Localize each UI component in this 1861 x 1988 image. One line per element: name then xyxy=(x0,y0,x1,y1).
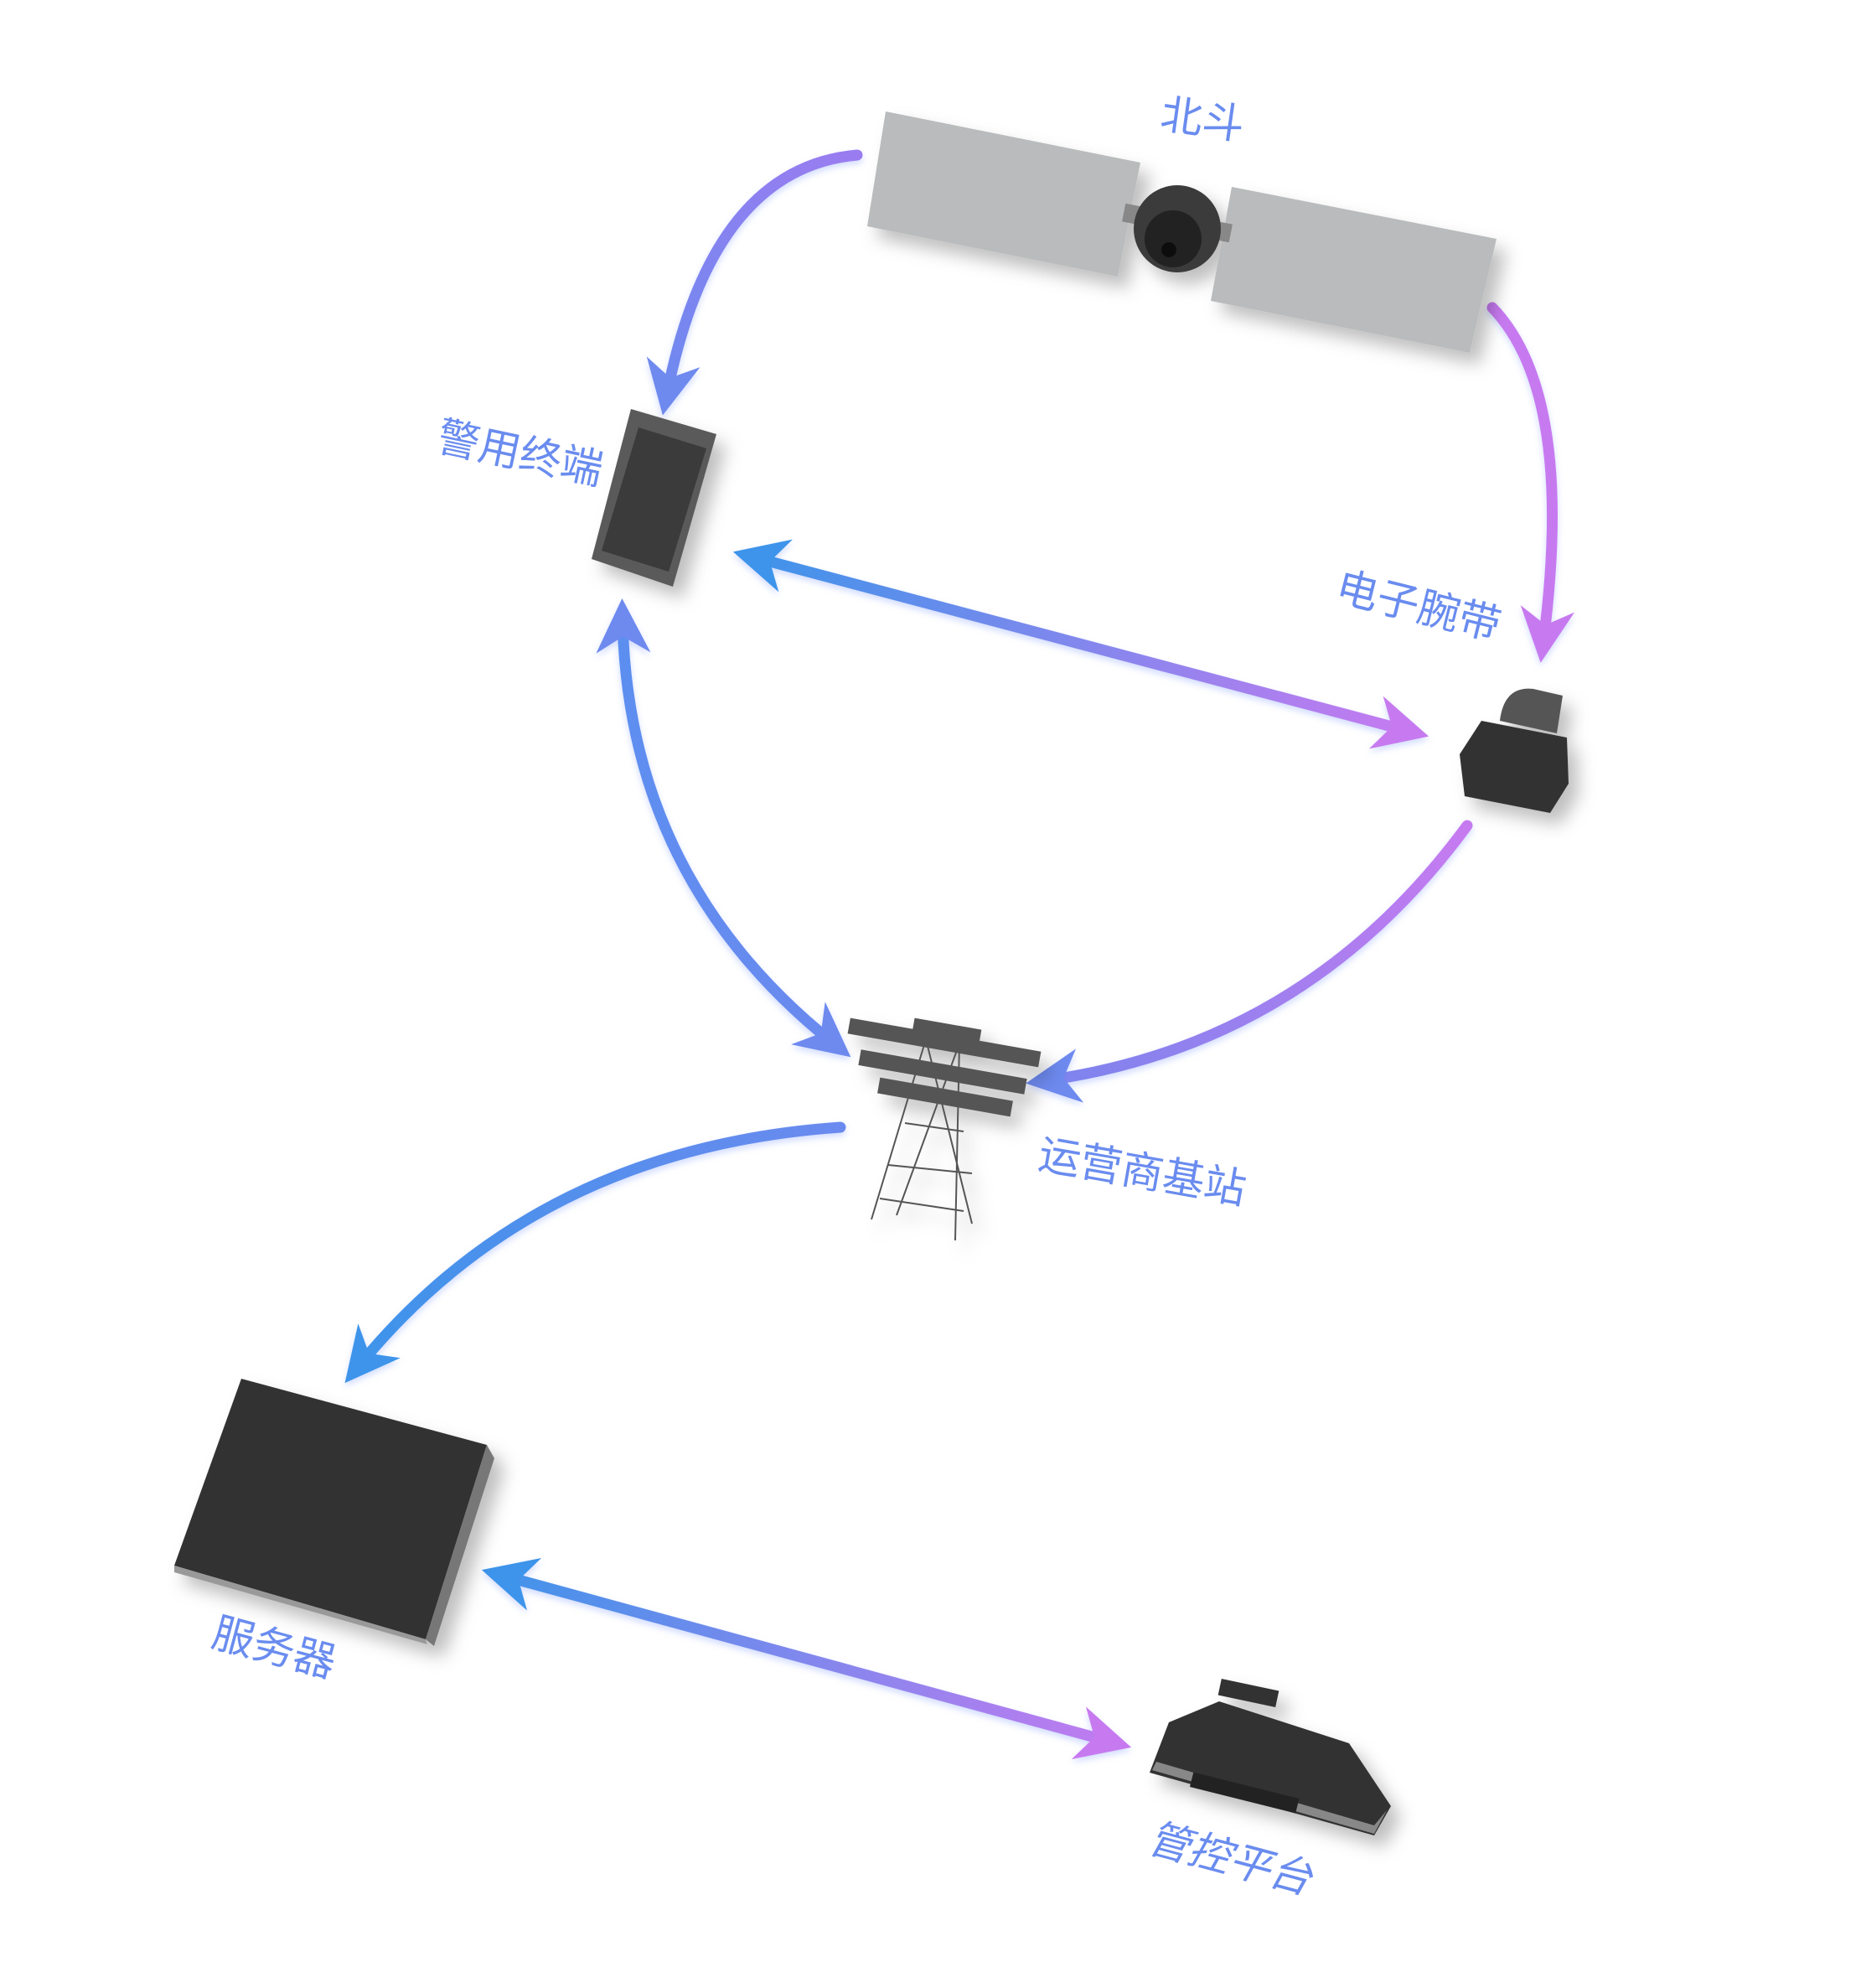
wristband-label: 电子腕带 xyxy=(1331,562,1506,650)
server-icon[interactable] xyxy=(174,1379,494,1646)
arrow-wristband-to-tower xyxy=(1026,820,1473,1103)
satellite-icon[interactable] xyxy=(867,111,1497,353)
control-platform-icon[interactable] xyxy=(1150,1678,1391,1835)
arrow-phone-wristband xyxy=(732,539,1429,749)
arrow-tower-to-server xyxy=(344,1121,846,1384)
phone-label: 警用终端 xyxy=(433,412,607,494)
arrow-phone-tower xyxy=(596,598,851,1058)
phone-icon[interactable] xyxy=(592,409,716,587)
wristband-icon[interactable] xyxy=(1460,688,1569,813)
arrow-satellite-to-phone xyxy=(646,149,863,416)
platform-label: 管控平台 xyxy=(1143,1814,1319,1904)
tower-icon[interactable] xyxy=(847,1017,1042,1241)
arrow-server-platform xyxy=(481,1557,1132,1760)
tower-label: 运营商基站 xyxy=(1035,1130,1249,1214)
arrow-satellite-to-wristband xyxy=(1486,302,1575,663)
satellite-label: 北斗 xyxy=(1158,90,1248,149)
server-label: 服务器 xyxy=(207,1608,341,1688)
